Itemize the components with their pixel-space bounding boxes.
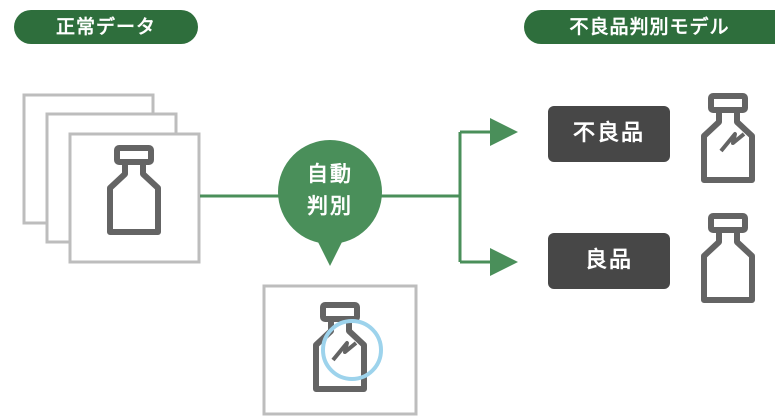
good-label: 良品 [548, 233, 670, 289]
crack-mark [331, 341, 358, 362]
inspection-image [262, 284, 418, 416]
arrow-head-good [490, 248, 518, 276]
auto-judge-line-2: 判別 [307, 194, 353, 218]
model-label: 不良品判別モデル [524, 10, 775, 44]
auto-judge-text: 自動 判別 [282, 158, 378, 222]
image-stack [22, 93, 201, 264]
good-bottle-icon [704, 216, 752, 300]
defective-label: 不良品 [548, 106, 670, 162]
normal-data-label: 正常データ [14, 10, 198, 44]
auto-judge-bubble [278, 140, 382, 266]
cracked-bottle-icon [704, 96, 752, 180]
highlight-circle-icon [321, 319, 383, 381]
branch-connector [458, 118, 518, 276]
image-frame-front [68, 132, 201, 264]
auto-judge-line-1: 自動 [307, 162, 353, 186]
arrow-head-defective [490, 118, 518, 146]
